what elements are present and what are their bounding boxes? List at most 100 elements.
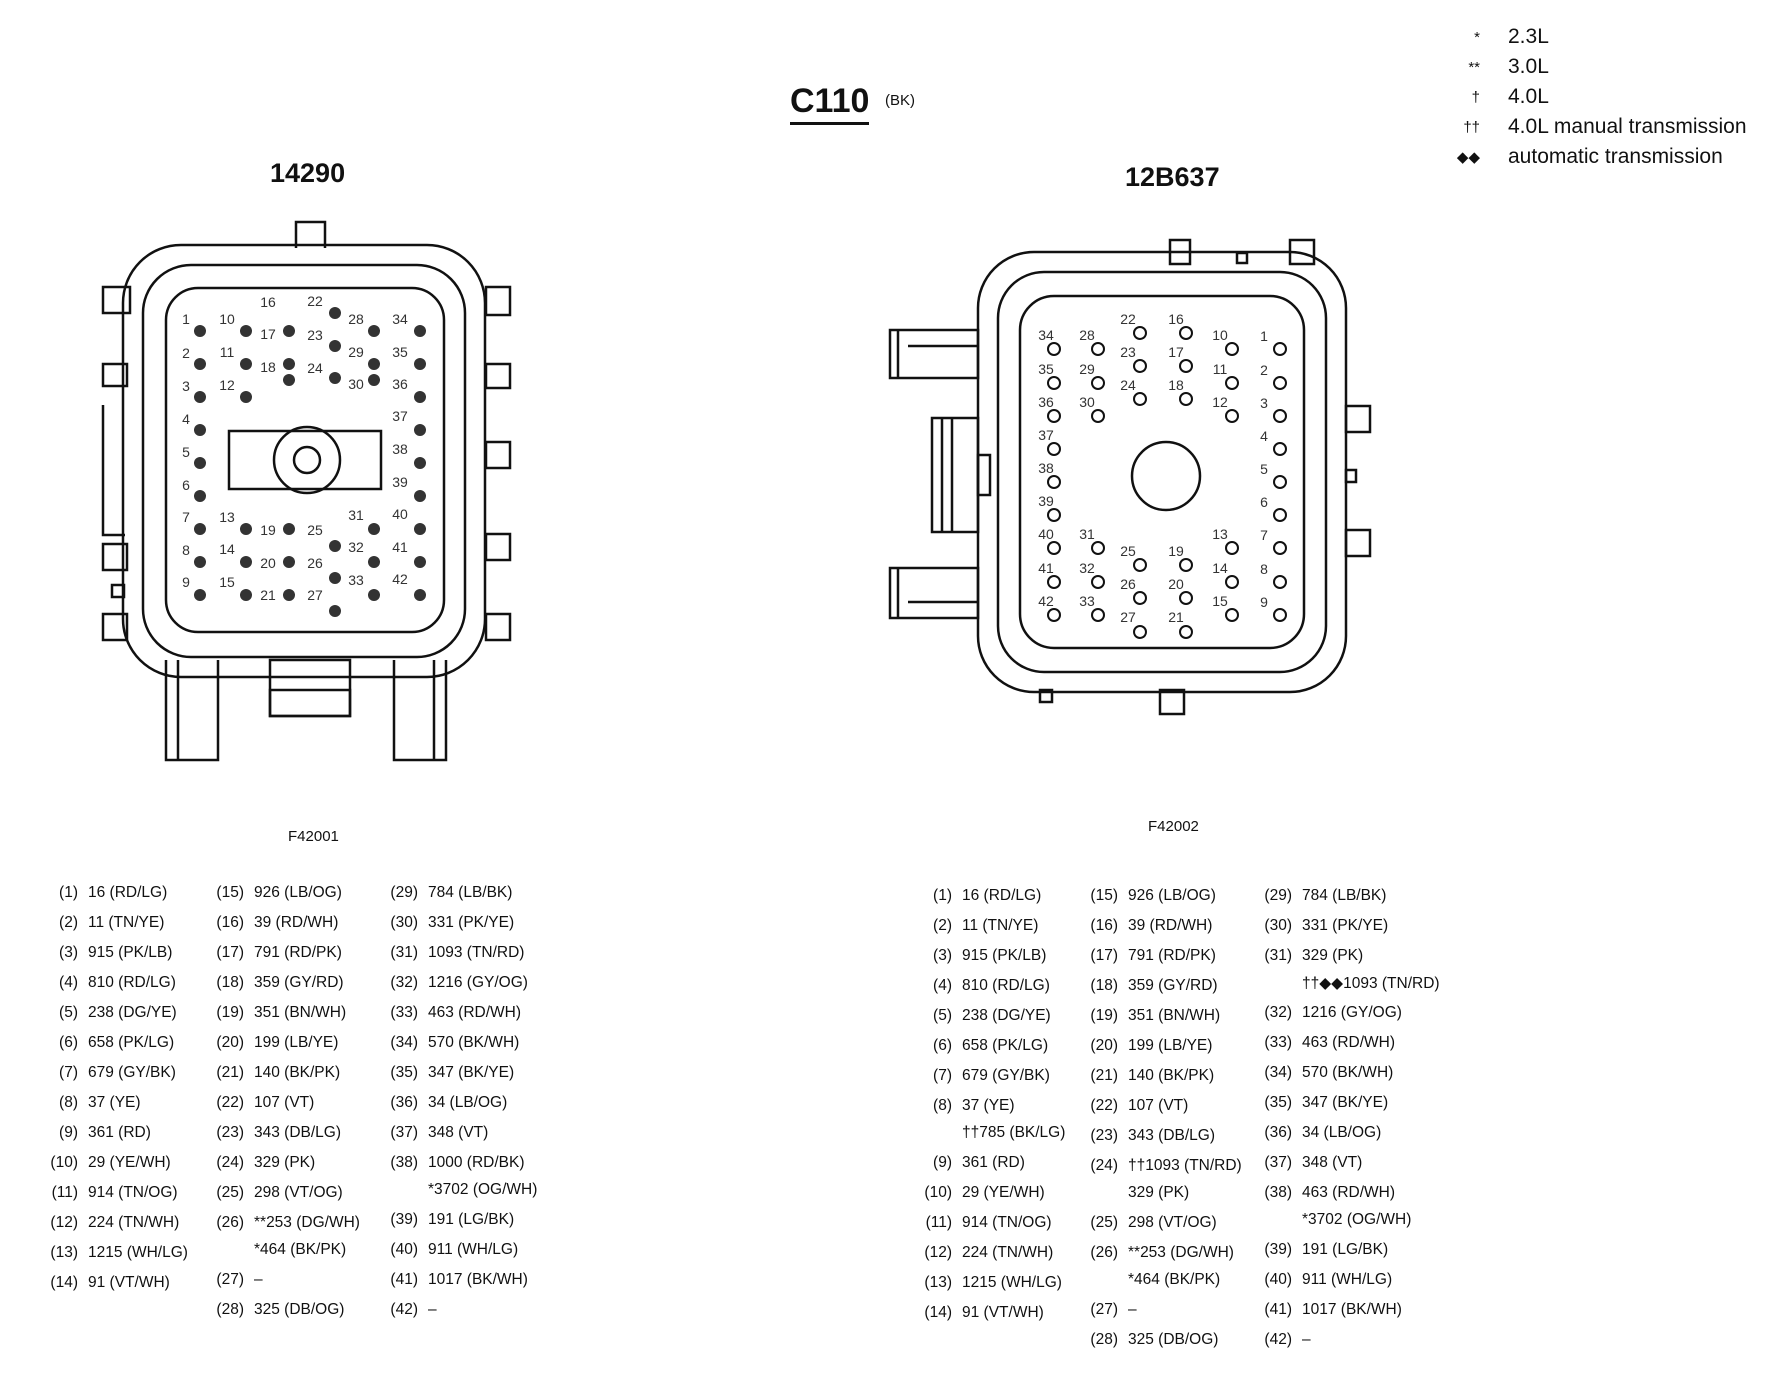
svg-text:10: 10 — [1212, 327, 1228, 343]
pin-number: (27) — [216, 1271, 244, 1288]
pin-number: (39) — [390, 1211, 418, 1228]
circuit-wire: *464 (BK/PK) — [1128, 1271, 1221, 1288]
circuit-wire: 810 (RD/LG) — [88, 974, 176, 991]
pin-number: (32) — [1264, 1004, 1292, 1021]
pin-number: (31) — [390, 944, 418, 961]
circuit-wire: 329 (PK) — [1128, 1184, 1190, 1201]
pin-number: (13) — [924, 1274, 952, 1291]
circuit-wire: 140 (BK/PK) — [254, 1064, 341, 1081]
svg-text:34: 34 — [392, 311, 408, 327]
svg-text:13: 13 — [1212, 526, 1228, 542]
pin-number: (11) — [51, 1184, 78, 1201]
svg-text:36: 36 — [1038, 394, 1054, 410]
legend-label: 3.0L — [1508, 55, 1549, 78]
pin-number: (17) — [1090, 947, 1118, 964]
pin-number: (39) — [1264, 1241, 1292, 1258]
svg-text:30: 30 — [1079, 394, 1095, 410]
pin-number: (33) — [390, 1004, 418, 1021]
svg-text:24: 24 — [1120, 377, 1136, 393]
pin-number: (36) — [390, 1094, 418, 1111]
circuit-wire: 331 (PK/YE) — [1302, 917, 1389, 934]
circuit-wire: 1215 (WH/LG) — [962, 1274, 1062, 1291]
circuit-wire: **253 (DG/WH) — [1128, 1244, 1234, 1261]
svg-text:3: 3 — [182, 378, 190, 394]
pin-number: (2) — [933, 917, 952, 934]
svg-text:23: 23 — [1120, 344, 1136, 360]
svg-text:37: 37 — [1038, 427, 1054, 443]
legend-row: *2.3L — [1440, 22, 1747, 52]
svg-text:2: 2 — [1260, 362, 1268, 378]
pin-number: (19) — [216, 1004, 244, 1021]
svg-text:3: 3 — [1260, 395, 1268, 411]
circuit-wire: 348 (VT) — [1302, 1154, 1363, 1171]
legend-symbol: †† — [1463, 118, 1480, 136]
circuit-wire: 298 (VT/OG) — [1128, 1214, 1217, 1231]
pin-number: (4) — [59, 974, 78, 991]
pin-number: (28) — [216, 1301, 244, 1318]
pin-number: (24) — [1090, 1157, 1118, 1174]
legend-symbol: ** — [1468, 58, 1480, 76]
pin-number: (15) — [1090, 887, 1118, 904]
circuit-wire: 343 (DB/LG) — [1128, 1127, 1216, 1144]
circuit-wire: – — [428, 1301, 437, 1318]
pin-number: (6) — [933, 1037, 952, 1054]
svg-text:18: 18 — [260, 359, 276, 375]
circuit-wire: 926 (LB/OG) — [254, 884, 342, 901]
svg-text:26: 26 — [1120, 576, 1136, 592]
legend-label: 2.3L — [1508, 25, 1549, 48]
svg-text:32: 32 — [1079, 560, 1095, 576]
legend-row: ††4.0L manual transmission — [1440, 112, 1746, 142]
circuit-wire: *3702 (OG/WH) — [1302, 1211, 1412, 1228]
circuit-wire: 926 (LB/OG) — [1128, 887, 1216, 904]
pin-number: (18) — [1090, 977, 1118, 994]
pin-number: (40) — [1264, 1271, 1292, 1288]
pin-number: (10) — [924, 1184, 952, 1201]
pin-number: (30) — [390, 914, 418, 931]
circuit-wire: – — [1128, 1301, 1137, 1318]
svg-text:29: 29 — [1079, 361, 1095, 377]
circuit-wire: 570 (BK/WH) — [1302, 1064, 1394, 1081]
pin-number: (18) — [216, 974, 244, 991]
circuit-wire: 351 (BN/WH) — [1128, 1007, 1221, 1024]
svg-text:6: 6 — [182, 477, 190, 493]
svg-text:39: 39 — [392, 474, 408, 490]
circuit-wire: 351 (BN/WH) — [254, 1004, 347, 1021]
legend-symbol: ◆◆ — [1456, 149, 1480, 166]
pin-number: (14) — [50, 1274, 78, 1291]
circuit-wire: 679 (GY/BK) — [88, 1064, 176, 1081]
pin-number: (20) — [216, 1034, 244, 1051]
pin-number: (10) — [50, 1154, 78, 1171]
pin-number: (17) — [216, 944, 244, 961]
circuit-wire: 37 (YE) — [88, 1094, 141, 1111]
right-figure-id: F42002 — [1148, 818, 1199, 835]
svg-text:10: 10 — [219, 311, 235, 327]
svg-text:35: 35 — [392, 344, 408, 360]
svg-text:41: 41 — [392, 539, 408, 555]
circuit-wire: 658 (PK/LG) — [88, 1034, 175, 1051]
circuit-wire: 1216 (GY/OG) — [1302, 1004, 1402, 1021]
pin-number: (26) — [216, 1214, 244, 1231]
pin-number: (7) — [59, 1064, 78, 1081]
pin-number: (22) — [1090, 1097, 1118, 1114]
svg-text:5: 5 — [182, 444, 190, 460]
right-connector-part-number: 12B637 — [1125, 162, 1220, 192]
pin-number: (9) — [59, 1124, 78, 1141]
circuit-wire: 39 (RD/WH) — [1128, 917, 1213, 934]
circuit-wire: 298 (VT/OG) — [254, 1184, 343, 1201]
svg-text:8: 8 — [1260, 561, 1268, 577]
pin-number: (7) — [933, 1067, 952, 1084]
circuit-wire: 570 (BK/WH) — [428, 1034, 520, 1051]
svg-text:6: 6 — [1260, 494, 1268, 510]
svg-text:30: 30 — [348, 376, 364, 392]
pin-number: (38) — [1264, 1184, 1292, 1201]
circuit-wire: 347 (BK/YE) — [1302, 1094, 1389, 1111]
pin-number: (14) — [924, 1304, 952, 1321]
svg-text:9: 9 — [182, 574, 190, 590]
pin-number: (25) — [216, 1184, 244, 1201]
circuit-wire: 658 (PK/LG) — [962, 1037, 1049, 1054]
circuit-wire: 359 (GY/RD) — [1128, 977, 1218, 994]
svg-text:39: 39 — [1038, 493, 1054, 509]
circuit-wire: 325 (DB/OG) — [1128, 1331, 1219, 1348]
circuit-wire: 140 (BK/PK) — [1128, 1067, 1215, 1084]
svg-text:38: 38 — [392, 441, 408, 457]
